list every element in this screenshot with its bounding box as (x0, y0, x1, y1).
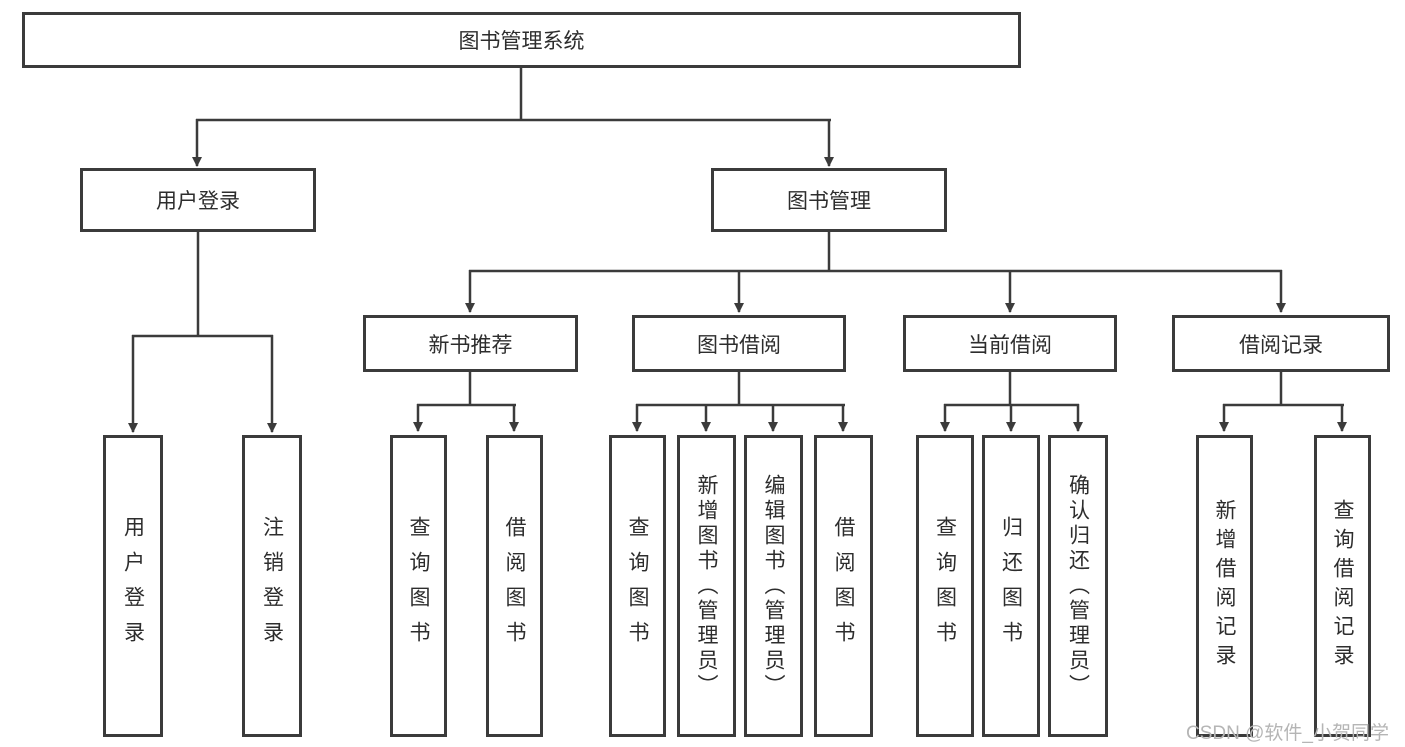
leaf-user-login-label: 用户登录 (121, 516, 145, 656)
connector-book-management-to-level3 (465, 232, 1286, 313)
node-book-management: 图书管理 (711, 168, 947, 232)
leaf-recommend-borrow-books-label: 借阅图书 (503, 516, 526, 656)
node-new-book-recommend-label: 新书推荐 (428, 333, 513, 357)
connector-current-borrowing-to-leaves (940, 372, 1083, 432)
node-current-borrowing: 当前借阅 (903, 315, 1117, 372)
node-new-book-recommend: 新书推荐 (363, 315, 578, 372)
leaf-current-confirm-return-admin: 确认归还（管理员） (1048, 435, 1108, 737)
connector-root-to-level2 (192, 68, 834, 167)
leaf-records-add-record-label: 新增借阅记录 (1213, 499, 1236, 673)
leaf-borrowing-query-books-label: 查询图书 (626, 516, 649, 656)
leaf-recommend-query-books: 查询图书 (390, 435, 447, 737)
node-borrowing-records: 借阅记录 (1172, 315, 1390, 372)
leaf-records-add-record: 新增借阅记录 (1196, 435, 1253, 737)
node-user-login: 用户登录 (80, 168, 316, 232)
connector-book-borrowing-to-leaves (632, 372, 848, 432)
node-root: 图书管理系统 (22, 12, 1021, 68)
leaf-borrowing-add-books-admin-label: 新增图书（管理员） (695, 473, 718, 699)
leaf-recommend-borrow-books: 借阅图书 (486, 435, 543, 737)
leaf-current-query-books: 查询图书 (916, 435, 974, 737)
leaf-records-query-record: 查询借阅记录 (1314, 435, 1371, 737)
node-root-label: 图书管理系统 (458, 30, 585, 53)
leaf-records-query-record-label: 查询借阅记录 (1331, 499, 1354, 673)
connector-borrowing-records-to-leaves (1219, 372, 1347, 432)
node-book-borrowing: 图书借阅 (632, 315, 846, 372)
node-book-borrowing-label: 图书借阅 (697, 333, 781, 357)
leaf-current-query-books-label: 查询图书 (933, 516, 957, 656)
leaf-borrowing-borrow-books-label: 借阅图书 (832, 516, 855, 656)
node-book-management-label: 图书管理 (787, 190, 871, 213)
leaf-current-return-books-label: 归还图书 (999, 516, 1023, 656)
leaf-borrowing-edit-books-admin: 编辑图书（管理员） (744, 435, 803, 737)
node-user-login-label: 用户登录 (156, 190, 240, 213)
leaf-logout: 注销登录 (242, 435, 302, 737)
leaf-user-login: 用户登录 (103, 435, 163, 737)
leaf-recommend-query-books-label: 查询图书 (407, 516, 430, 656)
node-borrowing-records-label: 借阅记录 (1239, 333, 1323, 357)
leaf-current-confirm-return-admin-label: 确认归还（管理员） (1066, 473, 1090, 699)
leaf-borrowing-edit-books-admin-label: 编辑图书（管理员） (762, 473, 785, 699)
leaf-current-return-books: 归还图书 (982, 435, 1040, 737)
leaf-logout-label: 注销登录 (260, 516, 284, 656)
watermark: CSDN @软件_小贺同学 (1186, 723, 1389, 744)
leaf-borrowing-query-books: 查询图书 (609, 435, 666, 737)
leaf-borrowing-borrow-books: 借阅图书 (814, 435, 873, 737)
leaf-borrowing-add-books-admin: 新增图书（管理员） (677, 435, 736, 737)
connector-user-login-to-leaves (128, 232, 277, 433)
node-current-borrowing-label: 当前借阅 (968, 333, 1052, 357)
connector-new-book-recommend-to-leaves (413, 372, 519, 432)
